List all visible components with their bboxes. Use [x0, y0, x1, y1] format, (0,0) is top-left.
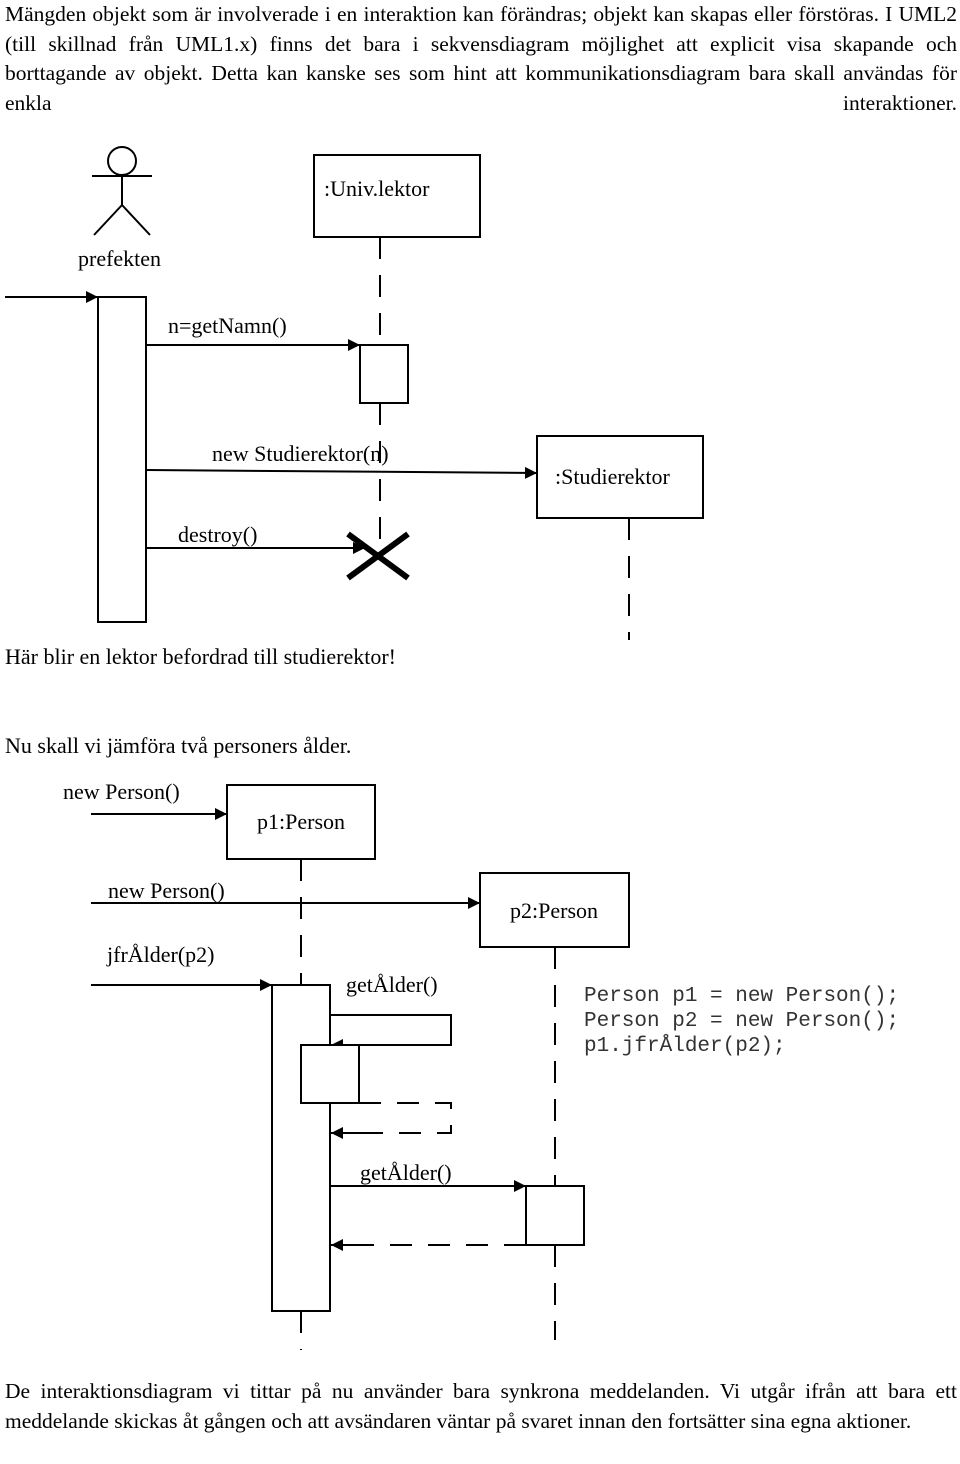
msg-jfralder: jfrÅlder(p2) [106, 942, 215, 967]
activation-prefekten [97, 296, 147, 623]
outro-paragraph: De interaktionsdiagram vi tittar på nu a… [5, 1379, 957, 1433]
object-univ-lektor-label: :Univ.lektor [324, 176, 430, 201]
code-line-3: p1.jfrÅlder(p2); [584, 1035, 786, 1058]
activation-lektor [359, 344, 409, 404]
actor-head [107, 146, 137, 176]
object-univ-lektor [313, 154, 481, 238]
caption-befordrad: Här blir en lektor befordrad till studie… [5, 644, 396, 669]
heading-jamfora: Nu skall vi jämföra två personers ålder. [5, 733, 351, 758]
msg-getnamn: n=getNamn() [168, 313, 287, 338]
msg-new-studierektor: new Studierektor(n) [212, 441, 389, 466]
actor-label: prefekten [78, 246, 161, 271]
activation-p2 [525, 1185, 585, 1246]
self-call-arrow [330, 1014, 452, 1046]
code-line-1: Person p1 = new Person(); [584, 985, 899, 1008]
object-studierektor [536, 435, 704, 519]
object-studierektor-label: :Studierektor [555, 464, 671, 489]
actor-prefekten [92, 146, 152, 236]
msg-getalder-self: getÅlder() [346, 972, 438, 997]
activation-p1-self [300, 1044, 360, 1104]
msg-destroy: destroy() [178, 522, 257, 547]
intro-paragraph: Mängden objekt som är involverade i en i… [5, 2, 957, 115]
object-p1-label: p1:Person [257, 809, 345, 834]
activation-p1 [271, 984, 331, 1312]
msg-getalder-p2: getÅlder() [360, 1160, 452, 1185]
destroy-cross-icon [346, 531, 410, 581]
object-p2-label: p2:Person [510, 898, 598, 923]
msg-new-person-2: new Person() [108, 878, 225, 903]
self-return-arrow [359, 1102, 452, 1134]
msg-new-studierektor-arrow [145, 466, 538, 479]
code-line-2: Person p2 = new Person(); [584, 1010, 899, 1033]
msg-new-person-1: new Person() [63, 779, 180, 804]
object-p1 [226, 784, 376, 860]
